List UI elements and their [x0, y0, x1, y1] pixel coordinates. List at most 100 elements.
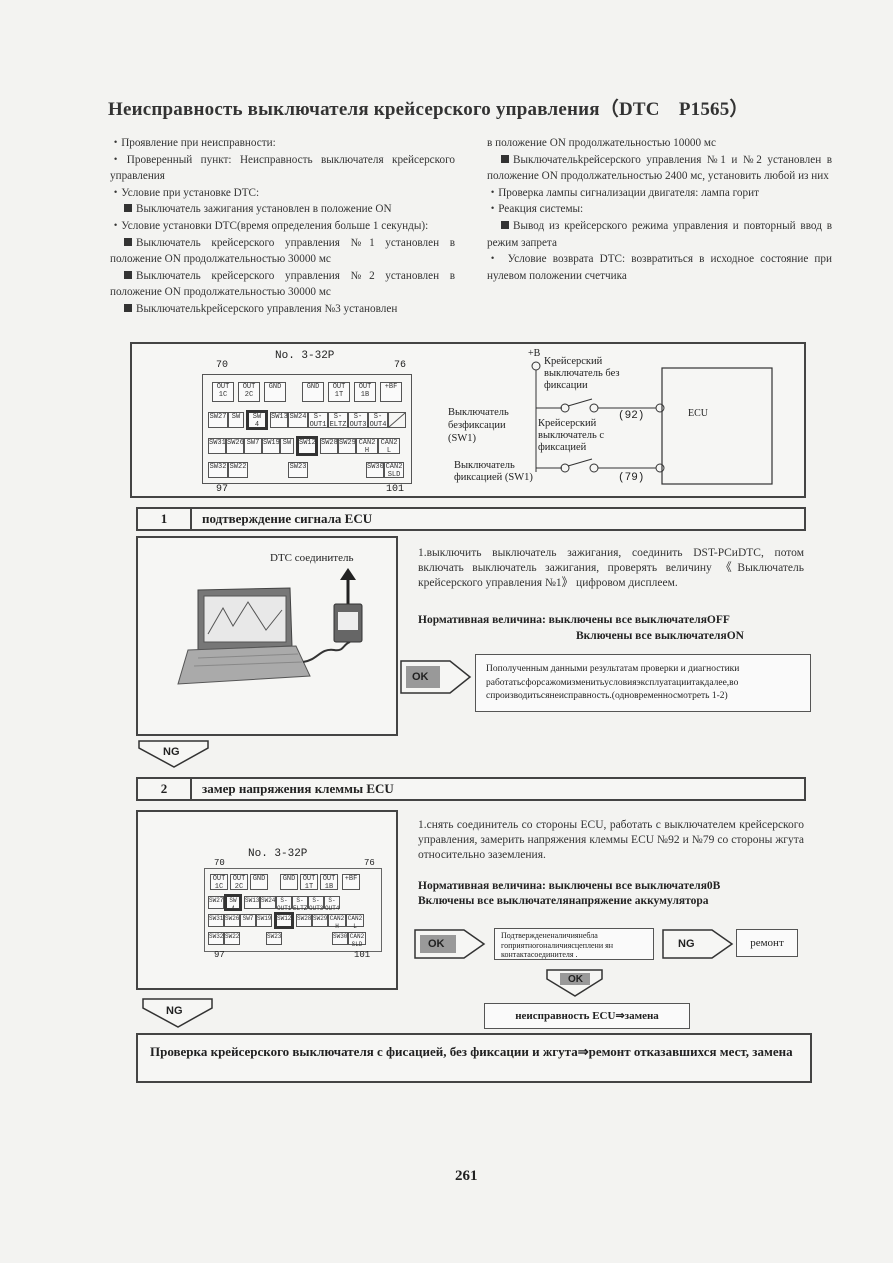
ng-label: NG — [166, 1005, 183, 1017]
ng-label: NG — [678, 938, 695, 950]
connector-pin: OUT 1T — [328, 382, 350, 402]
connector-pin: SW13 — [270, 412, 288, 428]
norm-value: Включены все выключателянапряжение аккум… — [418, 895, 709, 907]
connector-pin: CAN2 L — [378, 438, 400, 455]
circuit-diagram: No. 3-32P 70 76 OUT 1C OUT 2C GND GND OU… — [130, 342, 806, 498]
ok-label: OK — [412, 671, 429, 683]
connector-pin: SW19 — [262, 438, 280, 454]
ok-down-arrow — [546, 969, 603, 997]
norm-value: Нормативная величина: выключены все выкл… — [418, 880, 721, 892]
connector-pin: GND — [302, 382, 324, 402]
connector-pin: S-OUT4 — [368, 412, 388, 429]
switch-label: Крейсерский выключатель без фиксации — [544, 356, 620, 391]
connector-title: No. 3-32P — [275, 350, 335, 362]
connector-pin: S-OUT3 — [348, 412, 368, 429]
connector-pin: S-ELTZ — [328, 412, 348, 429]
ng-arrow — [662, 929, 734, 959]
connector-pin: SW32 — [208, 462, 228, 478]
connector-pin: SW27 — [208, 412, 228, 428]
pin-number: 101 — [354, 950, 371, 960]
ecu-label: ECU — [688, 408, 708, 419]
pin-number: 76 — [364, 858, 375, 868]
ng-label: NG — [163, 746, 180, 758]
pin-label: (92) — [618, 410, 645, 422]
connector-pin: CAN2 SLD — [348, 932, 366, 948]
list-item: Выключатель зажигания установлен в полож… — [110, 201, 455, 218]
blank-pin-icon — [388, 412, 406, 428]
norm-value: Включены все выключателяON — [576, 630, 744, 642]
connector-pin: S-OUT4 — [324, 896, 340, 912]
ok-label: OK — [428, 938, 445, 950]
list-item: Выключатель крейсерского управления №1 у… — [110, 236, 455, 266]
connector-pin: CAN2 H — [328, 914, 346, 930]
square-bullet-icon — [124, 237, 132, 246]
ng-arrow — [138, 740, 209, 768]
step2-header: 2 замер напряжения клеммы ECU — [136, 777, 806, 801]
pin-number: 101 — [386, 484, 405, 495]
connector-pin: OUT 1B — [354, 382, 376, 402]
connector-pin: GND — [264, 382, 286, 402]
list-item: ・ Условие возврата DTC: возвратиться в и… — [487, 253, 832, 282]
final-action-box: Проверка крейсерского выключателя с фиса… — [136, 1033, 812, 1083]
supply-label: +B — [528, 348, 541, 359]
connector-pin: CAN2 H — [356, 438, 378, 455]
connector-pin: SW — [280, 438, 294, 454]
connector-pin: S-OUT3 — [308, 896, 324, 912]
connector-pin: SW7 — [244, 438, 262, 454]
wiring-schematic — [531, 361, 773, 485]
square-bullet-icon — [501, 220, 509, 229]
connector-pin: SW24 — [288, 412, 308, 428]
step1-instruction: 1.выключить выключатель зажигания, соеди… — [418, 547, 804, 589]
step1-header: 1 подтверждение сигнала ECU — [136, 507, 806, 531]
switch-label: Выключатель безфиксации (SW1) — [448, 407, 509, 444]
laptop-diagnostic-illustration — [177, 568, 363, 685]
switch-label: Крейсерский выключатель с фиксацией — [538, 418, 636, 454]
ecu-replace-box: неисправность ECU⇒замена — [484, 1003, 690, 1029]
connector-pin: SW26 — [226, 438, 244, 454]
step-number: 1 — [138, 509, 192, 529]
list-item: Выключательkрейсерского управления №1 и … — [487, 153, 832, 183]
connector-pin: OUT 1T — [300, 874, 318, 891]
square-bullet-icon — [124, 303, 132, 312]
connector-pin: OUT 1C — [210, 874, 228, 891]
ok-arrow — [400, 660, 472, 694]
connector-pin-highlighted: SW 4 — [224, 894, 242, 912]
connector-pin: GND — [250, 874, 268, 890]
list-item: ・Реакция системы: — [487, 203, 584, 216]
square-bullet-icon — [501, 154, 509, 163]
connector-pin: SW — [228, 412, 244, 428]
connector-pin: OUT 1B — [320, 874, 338, 891]
connector-pin: CAN2 L — [346, 914, 364, 930]
connector-pin: SW28 — [320, 438, 338, 454]
pin-number: 97 — [216, 484, 229, 495]
connector-pin: SW23 — [288, 462, 308, 478]
connector-pin-highlighted: SW 4 — [246, 410, 268, 430]
step2-instruction: 1.снять соединитель со стороны ECU, рабо… — [418, 819, 804, 861]
connector-pin: SW7 — [240, 914, 256, 927]
connector-pin: SW27 — [208, 896, 224, 909]
list-item: ・Проверенный пункт: Неисправность выключ… — [110, 153, 455, 183]
list-item: в положение ON продолжательностью 10000 … — [487, 137, 716, 149]
list-item: Выключатель крейсерского управления №2 у… — [110, 269, 455, 299]
connector-pin-highlighted: SW12 — [274, 912, 294, 929]
connector-pin: SW13 — [244, 896, 260, 909]
step-number: 2 — [138, 779, 192, 799]
pin-number: 70 — [214, 858, 225, 868]
connector-pin: SW31 — [208, 438, 226, 454]
connector-pin: SW26 — [224, 914, 240, 927]
page-number: 261 — [455, 1168, 478, 1184]
contact-check-box: Подтверждененаличиянебла гоприятногонали… — [494, 928, 654, 960]
list-item: ・Условие при установке DTC: — [110, 186, 260, 199]
step-title: подтверждение сигнала ECU — [202, 511, 373, 526]
left-column: ・Проявление при неисправности: ・Проверен… — [110, 135, 455, 318]
connector-pin: SW32 — [208, 932, 224, 945]
right-column: в положение ON продолжательностью 10000 … — [487, 135, 832, 284]
list-item: Выключательkрейсерского управления №3 ус… — [110, 301, 455, 318]
list-item: ・Проверка лампы сигнализации двигателя: … — [487, 186, 759, 199]
pin-number: 97 — [214, 950, 225, 960]
list-item: ・Условие установки DTC(время определения… — [110, 219, 429, 232]
connector-pin: SW31 — [208, 914, 224, 927]
repair-box: ремонт — [736, 929, 798, 957]
switch-label: Выключатель фиксацией (SW1) — [454, 460, 533, 483]
norm-value: Нормативная величина: выключены все выкл… — [418, 614, 730, 626]
